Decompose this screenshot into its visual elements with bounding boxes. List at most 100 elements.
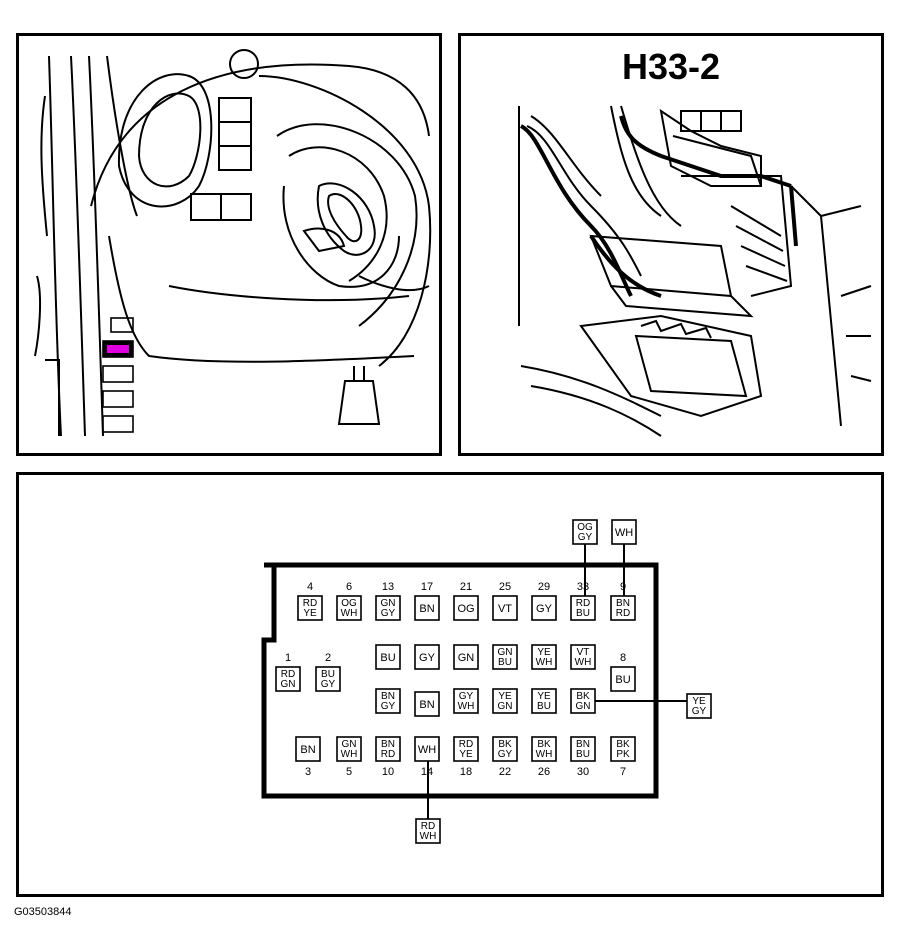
wire-color-label: BU <box>321 669 335 680</box>
pin-number: 3 <box>305 766 311 778</box>
wire-color-label: YE <box>498 691 512 702</box>
pin-cavity: BN 3 <box>295 736 321 778</box>
connector-pinout: RDYE4OGWH6GNGY13BN17OG21VT25GY29RDBU33BN… <box>261 519 712 844</box>
wire-color-label: GY <box>578 532 593 543</box>
wire-color-label: BK <box>616 739 630 750</box>
wire-color-label: BN <box>381 691 395 702</box>
pin-number: 13 <box>382 581 394 593</box>
splice-wire-callout: WH <box>611 519 637 545</box>
figure-id: G03503844 <box>14 906 72 918</box>
pin-number: 22 <box>499 766 511 778</box>
pin-cavity: BN <box>414 691 440 717</box>
wire-color-label: WH <box>575 657 592 668</box>
wire-color-label: YE <box>459 749 473 760</box>
wire-color-label: RD <box>459 739 473 750</box>
wire-color-label: PK <box>616 749 630 760</box>
pin-number: 33 <box>577 581 589 593</box>
wire-color-label: BU <box>537 701 551 712</box>
pin-number: 1 <box>285 652 291 664</box>
pin-number: 26 <box>538 766 550 778</box>
wire-color-label: RD <box>381 749 395 760</box>
pin-number: 4 <box>307 581 313 593</box>
wire-color-label: GN <box>498 647 513 658</box>
wire-color-label: WH <box>341 749 358 760</box>
pin-cavity: WH14 <box>414 736 440 778</box>
wire-color-label: BN <box>576 739 590 750</box>
wire-color-label: OG <box>457 603 474 615</box>
connector-housing <box>261 562 659 799</box>
pin-number: 21 <box>460 581 472 593</box>
wire-color-label: WH <box>341 608 358 619</box>
pin-number: 18 <box>460 766 472 778</box>
wire-color-label: RD <box>303 598 317 609</box>
wire-color-label: BU <box>576 608 590 619</box>
wire-color-label: GN <box>458 652 475 664</box>
wire-color-label: VT <box>577 647 590 658</box>
wire-color-label: BN <box>419 699 434 711</box>
wire-color-label: OG <box>341 598 357 609</box>
wire-color-label: GY <box>381 608 396 619</box>
connector-id-title: H33-2 <box>621 46 721 87</box>
wire-color-label: BN <box>616 598 630 609</box>
wire-color-label: OG <box>577 522 593 533</box>
wire-color-label: RD <box>281 669 295 680</box>
wire-color-label: WH <box>458 701 475 712</box>
wire-color-label: GN <box>576 701 591 712</box>
wire-color-label: GY <box>381 701 396 712</box>
wire-color-label: RD <box>421 821 435 832</box>
wire-color-label: YE <box>537 691 551 702</box>
wire-color-label: GY <box>459 691 474 702</box>
dashboard-drawing <box>34 49 432 437</box>
pin-cavity: OG 21 <box>453 581 479 621</box>
wire-color-label: WH <box>536 749 553 760</box>
wire-color-label: WH <box>536 657 553 668</box>
wire-color-label: RD <box>576 598 590 609</box>
pin-number: 30 <box>577 766 589 778</box>
wire-color-label: VT <box>498 603 512 615</box>
wire-color-label: GN <box>281 679 296 690</box>
pin-number: 7 <box>620 766 626 778</box>
wire-color-label: GY <box>692 706 707 717</box>
connector-drawing <box>518 105 872 437</box>
pin-cavity: GY <box>414 644 440 670</box>
wire-color-label: BK <box>576 691 590 702</box>
wire-color-label: GY <box>321 679 336 690</box>
pin-number: 5 <box>346 766 352 778</box>
wire-color-label: WH <box>420 831 437 842</box>
wire-color-label: GY <box>536 603 553 615</box>
wire-color-label: BN <box>419 603 434 615</box>
pin-number: 8 <box>620 652 626 664</box>
wire-color-label: BN <box>300 744 315 756</box>
wire-color-label: WH <box>615 527 633 539</box>
wire-color-label: YE <box>692 696 706 707</box>
connector-photo-panel: H33-2 <box>458 33 884 456</box>
pin-number: 6 <box>346 581 352 593</box>
wire-color-label: BN <box>381 739 395 750</box>
wire-color-label: GN <box>498 701 513 712</box>
wire-color-label: BU <box>576 749 590 760</box>
wire-color-label: BK <box>537 739 551 750</box>
